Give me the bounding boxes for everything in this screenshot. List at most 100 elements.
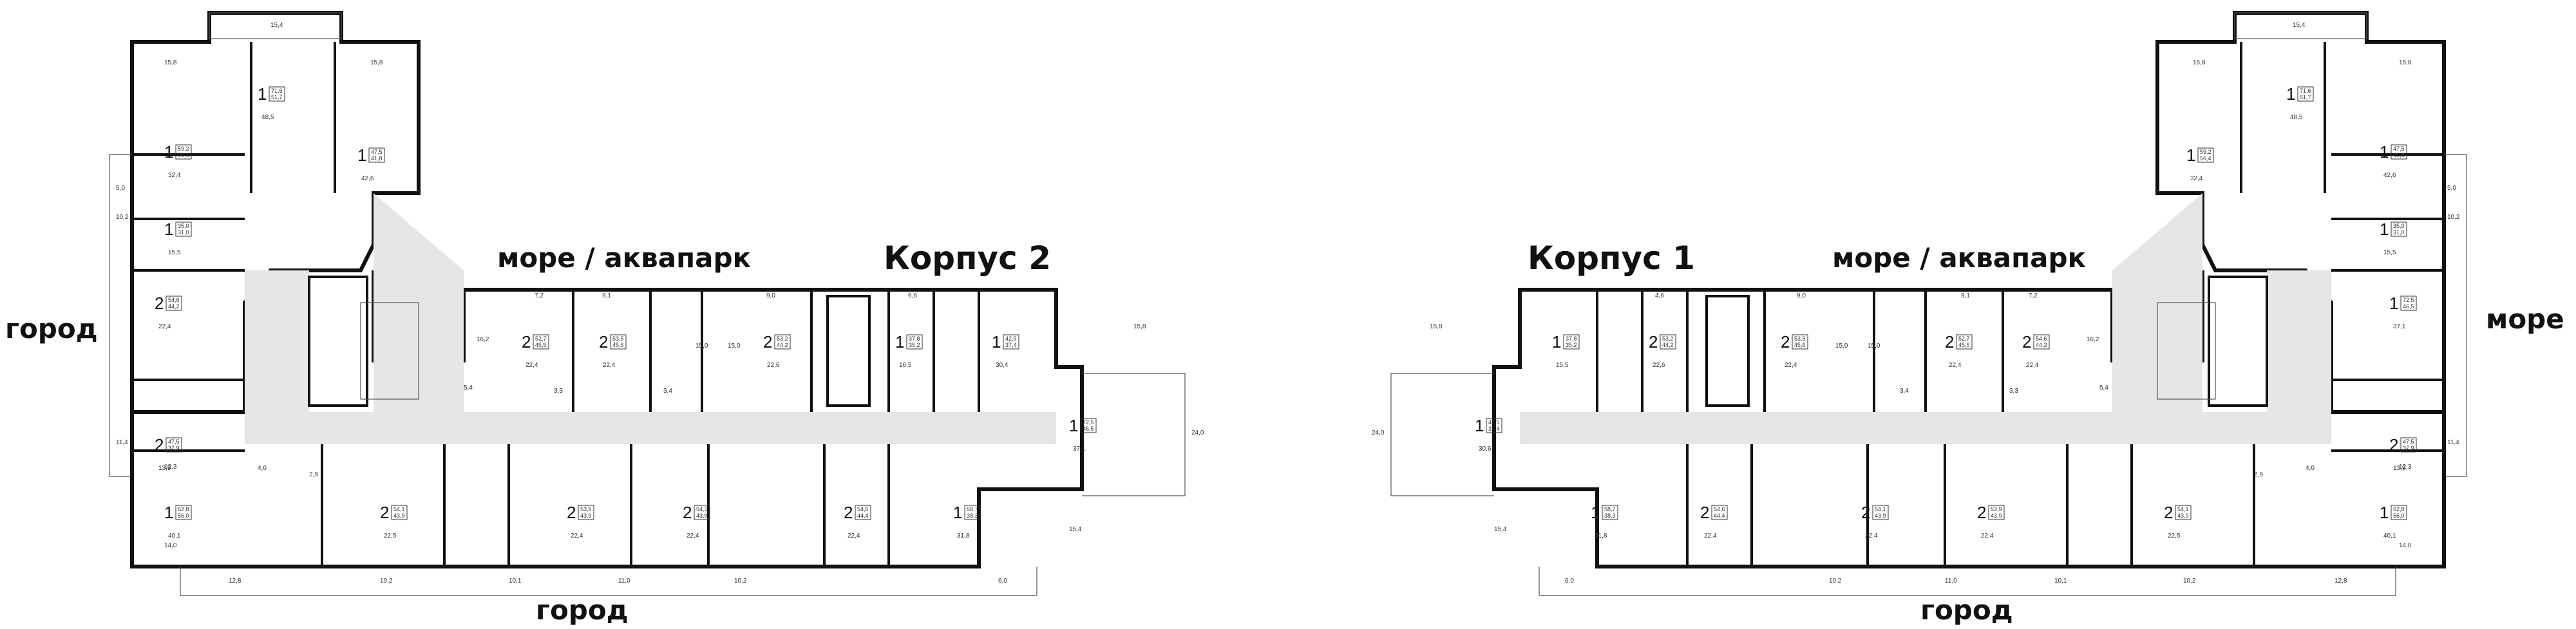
unit-area-box <box>2297 86 2314 102</box>
room-area-value: 5,0 <box>2447 185 2456 192</box>
unit-living-area: 43,9 <box>393 512 405 519</box>
unit-room-count: 2 <box>1977 503 1986 522</box>
unit-area-box <box>533 334 549 350</box>
unit-room-count: 2 <box>844 503 853 522</box>
unit-living-area: 51,7 <box>2300 94 2311 100</box>
unit-living-area: 56,0 <box>2393 512 2405 519</box>
room-main-area: 48,5 <box>261 114 274 121</box>
unit-living-area: 35,2 <box>909 342 920 348</box>
unit-living-area: 41,8 <box>2393 152 2405 158</box>
room-area-value: 5,0 <box>116 185 125 192</box>
unit-area-box <box>906 334 923 350</box>
unit-room-count: 2 <box>155 294 164 313</box>
unit-living-area: 45,5 <box>535 342 547 348</box>
unit-living-area: 35,2 <box>1566 342 1577 348</box>
building-left <box>109 11 1186 596</box>
label-korpus-1: Корпус 1 <box>1528 239 1695 277</box>
room-main-area: 48,5 <box>2290 114 2303 121</box>
room-main-area: 30,4 <box>996 362 1009 369</box>
unit-area-box <box>1602 505 1618 520</box>
unit-total-area: 53,9 <box>1991 506 2002 512</box>
unit-total-area: 54,6 <box>857 506 869 512</box>
room-area-value: 5,4 <box>464 384 473 391</box>
room-main-area: 22,4 <box>1981 532 1994 540</box>
unit-room-count: 2 <box>522 332 531 352</box>
room-area-value: 9,0 <box>1797 292 1806 299</box>
room-main-area: 32,4 <box>168 172 181 179</box>
unit-room-count: 2 <box>1649 332 1658 352</box>
unit-room-count: 1 <box>1475 416 1484 435</box>
unit-room-count: 1 <box>1591 503 1600 522</box>
room-area-value: 14,0 <box>2399 542 2412 549</box>
unit-total-area: 37,8 <box>909 335 920 342</box>
label-korpus-2: Корпус 2 <box>884 239 1051 277</box>
unit-area-box <box>694 505 710 520</box>
unit-total-area: 62,8 <box>178 506 189 512</box>
unit-living-area: 31,0 <box>2393 229 2405 236</box>
unit-area-box <box>2391 505 2407 520</box>
room-main-area: 15,5 <box>1556 362 1569 369</box>
unit-total-area: 62,8 <box>2393 506 2405 512</box>
unit-living-area: 45,6 <box>1794 342 1806 348</box>
room-area-value: 10,2 <box>116 214 129 221</box>
room-area-value: 11,0 <box>1945 577 1957 585</box>
unit-room-count: 2 <box>1945 332 1954 352</box>
unit-living-area: 56,4 <box>178 152 189 158</box>
room-area-value: 10,2 <box>2447 214 2460 221</box>
label-more-east: море <box>2486 303 2564 335</box>
corridor <box>245 412 1056 444</box>
unit-total-area: 54,6 <box>2036 335 2047 342</box>
room-area-value: 15,4 <box>270 22 283 29</box>
stair-right <box>826 295 871 407</box>
room-area-value: 4,0 <box>2306 465 2315 472</box>
room-area-value: 3,3 <box>554 388 563 395</box>
room-area-value: 15,8 <box>370 59 383 66</box>
unit-total-area: 53,2 <box>777 335 788 342</box>
room-area-value: 7,2 <box>535 292 544 299</box>
label-more-akvapark-right: море / аквапарк <box>1832 242 2086 274</box>
unit-total-area: 53,9 <box>580 506 592 512</box>
unit-area-box <box>1872 505 1889 520</box>
room-main-area: 16,5 <box>899 362 912 369</box>
room-area-value: 15,4 <box>2293 22 2306 29</box>
unit-living-area: 43,9 <box>580 512 592 519</box>
unit-room-count: 1 <box>992 332 1001 352</box>
room-area-value: 10,2 <box>1829 577 1842 585</box>
unit-total-area: 35,0 <box>178 223 189 229</box>
building-right <box>1390 11 2467 596</box>
unit-area-box <box>368 147 385 163</box>
room-area-value: 3,4 <box>1900 388 1909 395</box>
unit-total-area: 47,5 <box>168 438 180 445</box>
room-area-value: 12,3 <box>164 464 177 471</box>
unit-living-area: 44,2 <box>1662 342 1674 348</box>
unit-room-count: 1 <box>258 84 267 104</box>
unit-area-box <box>175 221 192 237</box>
unit-room-count: 1 <box>2380 142 2389 162</box>
room-area-value: 15,8 <box>2399 59 2412 66</box>
unit-living-area: 43,9 <box>1875 512 1886 519</box>
room-area-value: 3,3 <box>2009 388 2018 395</box>
unit-area-box <box>1711 505 1728 520</box>
room-main-area: 22,4 <box>2026 362 2039 369</box>
room-main-area: 30,6 <box>1479 446 1492 453</box>
room-main-area: 22,4 <box>1865 532 1878 540</box>
unit-living-area: 43,9 <box>696 512 708 519</box>
label-gorod-west: город <box>5 313 98 344</box>
